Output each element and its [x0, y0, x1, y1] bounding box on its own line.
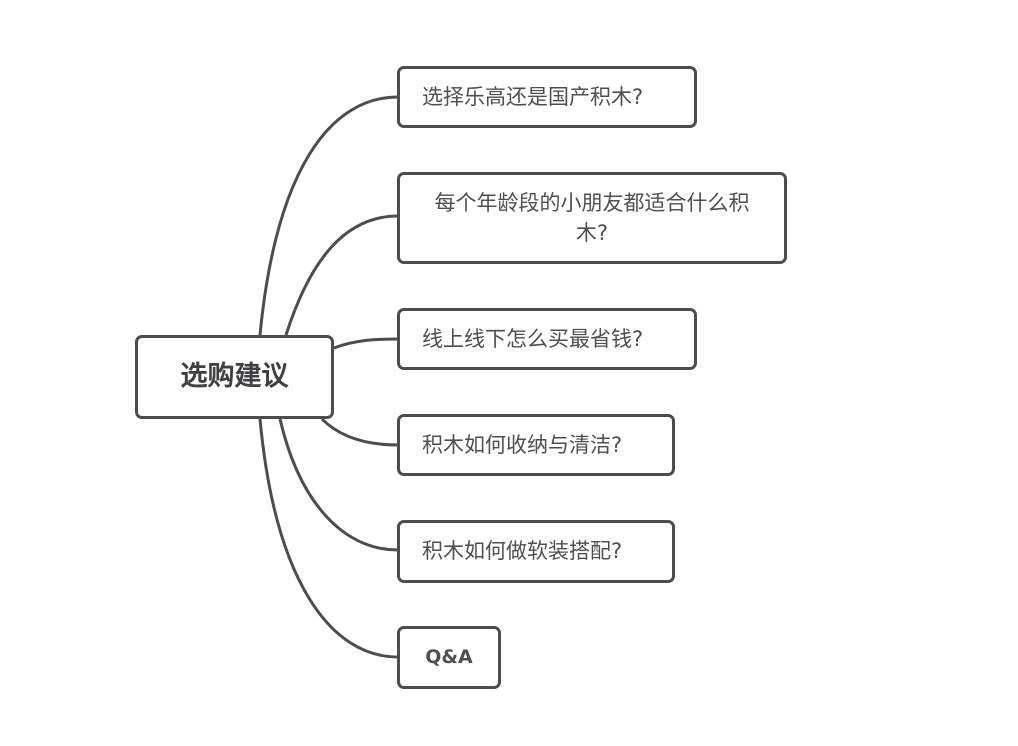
branch-node-storage-cleaning[interactable]: 积木如何收纳与清洁?: [397, 414, 675, 476]
branch-label: 选择乐高还是国产积木?: [422, 84, 644, 109]
connector-3: [333, 337, 399, 350]
connector-6: [258, 418, 399, 659]
branch-label: 积木如何收纳与清洁?: [422, 432, 623, 457]
branch-node-qa[interactable]: Q&A: [397, 626, 501, 689]
connector-5: [278, 418, 399, 552]
branch-node-where-to-buy[interactable]: 线上线下怎么买最省钱?: [397, 308, 697, 370]
branch-label: Q&A: [425, 645, 473, 668]
branch-node-lego-vs-domestic[interactable]: 选择乐高还是国产积木?: [397, 66, 697, 128]
connector-4: [320, 417, 399, 447]
branch-node-decor[interactable]: 积木如何做软装搭配?: [397, 520, 675, 583]
connector-1: [258, 95, 399, 336]
branch-label: 积木如何做软装搭配?: [422, 539, 623, 564]
branch-label: 每个年龄段的小朋友都适合什么积木?: [434, 190, 750, 245]
connector-2: [284, 214, 399, 336]
root-node[interactable]: 选购建议: [135, 335, 334, 419]
branch-node-age-groups[interactable]: 每个年龄段的小朋友都适合什么积木?: [397, 172, 787, 264]
branch-label: 线上线下怎么买最省钱?: [422, 326, 644, 351]
root-label: 选购建议: [180, 361, 289, 393]
